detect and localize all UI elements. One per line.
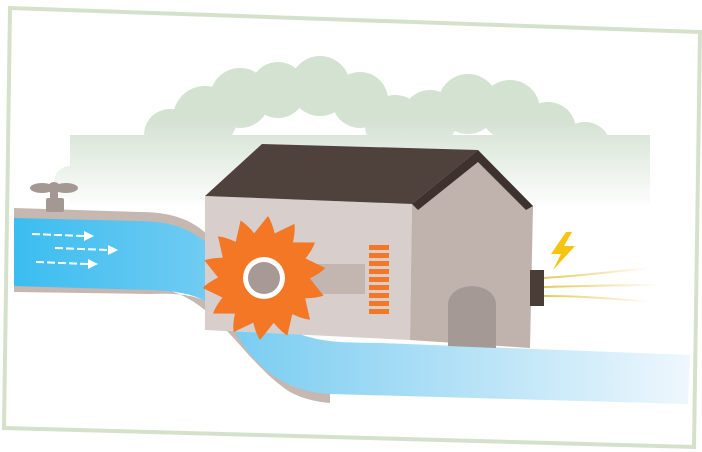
generator-box bbox=[530, 270, 544, 306]
wheel-hub bbox=[248, 262, 280, 294]
arched-door bbox=[448, 286, 496, 348]
orange-vent bbox=[369, 245, 389, 314]
